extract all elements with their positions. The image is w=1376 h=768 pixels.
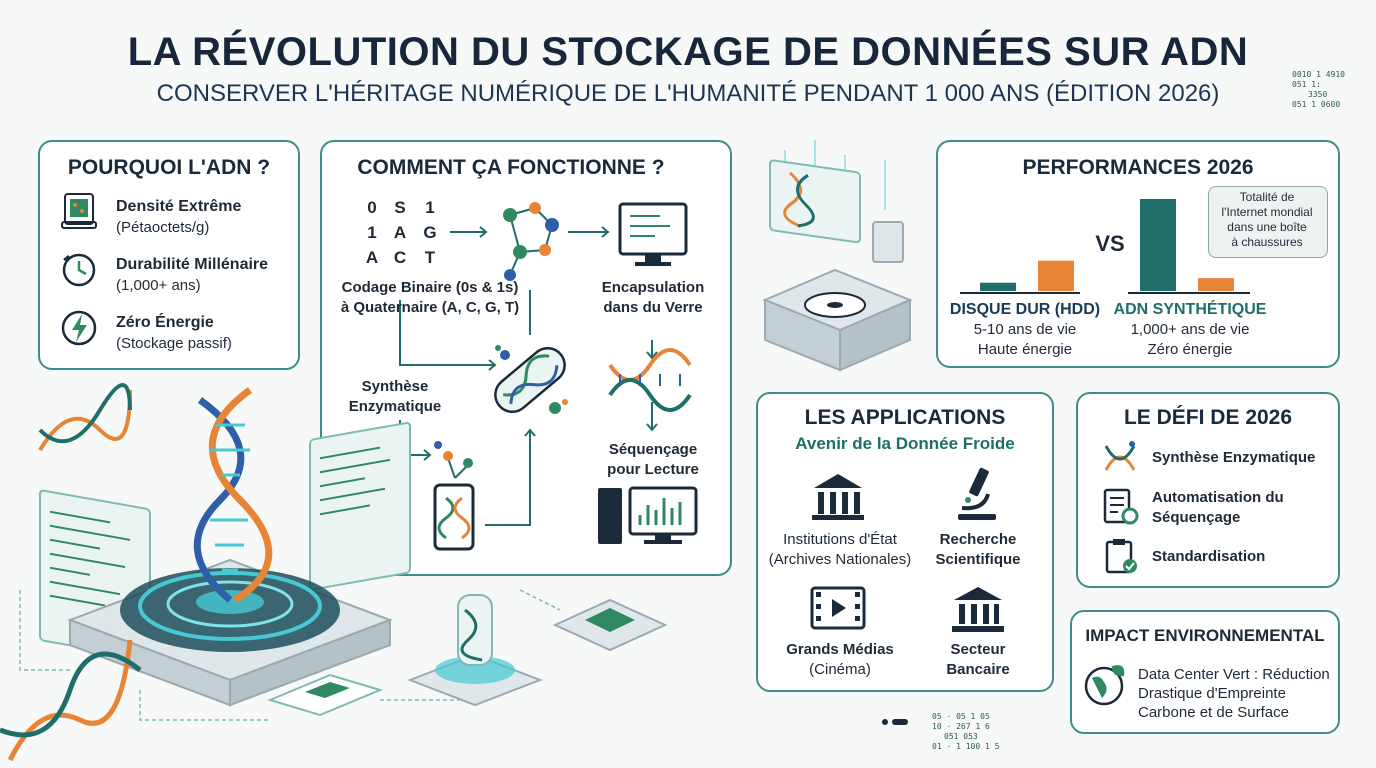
- why-item-desc: (1,000+ ans): [116, 277, 201, 294]
- binary-char: T: [424, 248, 436, 267]
- code-snippet: 051 1:: [1292, 80, 1321, 89]
- dna-energy: Zéro énergie: [1147, 341, 1233, 358]
- server-illustration: [762, 140, 913, 372]
- toggle-icon: [882, 719, 908, 725]
- callout-line: dans une boîte: [1227, 220, 1307, 234]
- binary-char: G: [423, 223, 437, 242]
- code-snippet: 10 · 267 1 6: [932, 722, 990, 731]
- green-globe-icon: [1084, 665, 1125, 706]
- why-item-desc: (Stockage passif): [116, 335, 232, 352]
- performance-bar: [1198, 278, 1234, 291]
- app-label: Recherche: [939, 531, 1017, 548]
- step-synthesis-label: Enzymatique: [348, 398, 442, 415]
- process-flow-diagram: [399, 202, 698, 551]
- challenge-item: Synthèse Enzymatique: [1152, 449, 1316, 466]
- binary-char: A: [365, 248, 379, 267]
- performance-bar: [1038, 260, 1074, 291]
- binary-char: 0: [367, 198, 377, 217]
- environment-panel: IMPACT ENVIRONNEMENTAL: [1070, 610, 1340, 734]
- automation-document-icon: [1103, 488, 1139, 525]
- how-title: COMMENT ÇA FONCTIONNE ?: [357, 156, 665, 179]
- page-subtitle: CONSERVER L'HÉRITAGE NUMÉRIQUE DE L'HUMA…: [156, 80, 1220, 107]
- app-label: Institutions d'État: [783, 531, 897, 548]
- code-snippet: 051 1 0600: [1292, 100, 1341, 109]
- step-seq-label: pour Lecture: [607, 461, 699, 478]
- binary-char: A: [393, 223, 407, 242]
- government-building-icon: [812, 474, 864, 520]
- dna-life: 1,000+ ans de vie: [1130, 321, 1250, 338]
- binary-char: 1: [425, 198, 435, 217]
- step-glass-label: dans du Verre: [603, 299, 703, 316]
- binary-char: S: [394, 198, 406, 217]
- impact-line: Carbone et de Surface: [1138, 704, 1289, 721]
- binary-char: 1: [367, 223, 377, 242]
- step-synthesis-label: Synthèse: [361, 378, 429, 395]
- sequencer-computer-icon: [598, 486, 698, 544]
- impact-title: IMPACT ENVIRONNEMENTAL: [1085, 626, 1325, 645]
- internet-callout: [1208, 186, 1328, 258]
- app-label: Grands Médias: [786, 641, 894, 658]
- app-label: (Archives Nationales): [768, 551, 912, 568]
- challenge-item: Automatisation du: [1152, 489, 1284, 506]
- hdd-energy: Haute énergie: [977, 341, 1073, 358]
- clock-durability-icon: [62, 253, 96, 287]
- why-item-desc: (Pétaoctets/g): [116, 219, 210, 236]
- hdd-name: DISQUE DUR (HDD): [949, 301, 1101, 318]
- performance-bar: [980, 282, 1016, 291]
- molecule-icon: [503, 202, 559, 281]
- dna-storage-illustration: [0, 383, 668, 762]
- step-encode-label: à Quaternaire (A, C, G, T): [340, 299, 520, 316]
- app-label: Secteur: [950, 641, 1006, 658]
- applications-panel: LES APPLICATIONS Avenir de la Donnée Fro…: [756, 392, 1054, 692]
- computer-monitor-icon: [618, 202, 688, 266]
- performance-bar: [1140, 199, 1176, 291]
- why-item-title: Densité Extrême: [116, 198, 242, 215]
- code-snippet: 01 · 1 100 1 5: [932, 742, 1000, 751]
- code-snippet: 05 · 05 1 05: [932, 712, 990, 721]
- perf-title: PERFORMANCES 2026: [1022, 156, 1254, 179]
- dna-name: ADN SYNTHÉTIQUE: [1113, 301, 1267, 318]
- why-item-title: Durabilité Millénaire: [116, 256, 269, 273]
- app-label: Scientifique: [935, 551, 1021, 568]
- step-seq-label: Séquençage: [608, 441, 698, 458]
- step-encode-label: Codage Binaire (0s & 1s): [341, 279, 519, 296]
- hdd-life: 5-10 ans de vie: [973, 321, 1077, 338]
- code-snippet: 3350: [1308, 90, 1328, 99]
- app-label: (Cinéma): [809, 661, 871, 678]
- why-title: POURQUOI L'ADN ?: [67, 156, 271, 179]
- storage-density-icon: [61, 193, 97, 229]
- why-item-title: Zéro Énergie: [116, 314, 214, 331]
- callout-line: l'Internet mondial: [1221, 205, 1313, 219]
- film-player-icon: [810, 586, 866, 630]
- code-snippet: 0010 1 4910: [1292, 70, 1345, 79]
- challenge-item: Standardisation: [1152, 548, 1266, 565]
- dna-capsule-icon: [494, 346, 566, 414]
- clipboard-check-icon: [1105, 539, 1137, 574]
- impact-line: Data Center Vert : Réduction: [1138, 666, 1330, 683]
- impact-line: Drastique d'Empreinte: [1138, 685, 1286, 702]
- apps-subtitle: Avenir de la Donnée Froide: [795, 434, 1015, 453]
- dna-helix-icon: [608, 348, 692, 412]
- dna-synthesis-icon: [1104, 441, 1136, 471]
- microscope-icon: [958, 467, 996, 520]
- page-title: LA RÉVOLUTION DU STOCKAGE DE DONNÉES SUR…: [127, 30, 1249, 74]
- challenge-title: LE DÉFI DE 2026: [1123, 406, 1293, 429]
- step-glass-label: Encapsulation: [601, 279, 705, 296]
- bank-icon: [952, 587, 1004, 632]
- callout-line: Totalité de: [1239, 190, 1295, 204]
- app-label: Bancaire: [946, 661, 1010, 678]
- challenge-item: Séquençage: [1152, 509, 1241, 526]
- code-snippet: 051 053: [944, 732, 978, 741]
- phone-device-icon: [433, 483, 475, 551]
- binary-char: C: [393, 248, 407, 267]
- callout-line: à chaussures: [1231, 235, 1303, 249]
- vs-label: VS: [1095, 231, 1125, 256]
- apps-title: LES APPLICATIONS: [804, 406, 1006, 429]
- performance-chart: [960, 199, 1250, 294]
- energy-bolt-icon: [61, 310, 97, 346]
